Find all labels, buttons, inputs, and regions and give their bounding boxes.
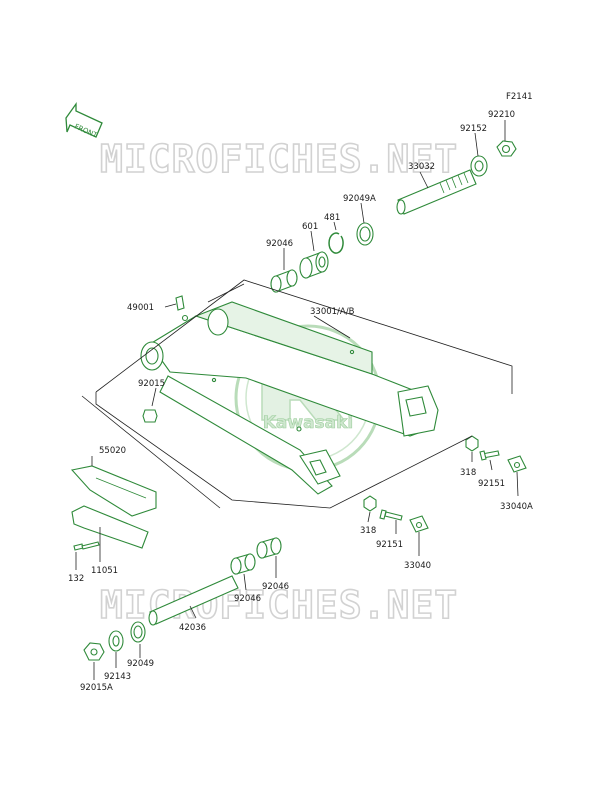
- figure-code: F2141: [506, 92, 533, 102]
- part-92151-bolt-right: [479, 450, 500, 461]
- part-92143-collar: [108, 630, 124, 652]
- part-92046-bearing-top: [270, 269, 298, 293]
- part-92046-bearing-low: [230, 553, 256, 575]
- part-601-bearing: [299, 251, 329, 279]
- part-33040-adjuster-mid: [409, 515, 429, 533]
- part-92210-nut: [496, 140, 517, 157]
- label-33032: 33032: [408, 162, 435, 172]
- label-92210: 92210: [488, 110, 515, 120]
- part-92049a-seal: [356, 222, 374, 246]
- label-318-mid: 318: [360, 526, 376, 536]
- label-92049a: 92049A: [343, 194, 376, 204]
- part-49001-grease-fitting: [175, 295, 189, 322]
- label-49001: 49001: [127, 303, 154, 313]
- part-92151-bolt-mid: [379, 509, 403, 521]
- label-33040a: 33040A: [500, 502, 533, 512]
- label-92152: 92152: [460, 124, 487, 134]
- part-33032-pivot-shaft: [396, 169, 477, 215]
- label-92151-mid: 92151: [376, 540, 403, 550]
- leader-lines: [75, 120, 519, 680]
- part-92046-bearing-mid: [256, 537, 282, 559]
- label-92015: 92015: [138, 379, 165, 389]
- label-42036: 42036: [179, 623, 206, 633]
- label-92046-top: 92046: [266, 239, 293, 249]
- label-601: 601: [302, 222, 318, 232]
- label-33040: 33040: [404, 561, 431, 571]
- part-42036-sleeve: [148, 575, 239, 626]
- label-481: 481: [324, 213, 340, 223]
- part-92152-collar: [470, 155, 488, 177]
- label-132: 132: [68, 574, 84, 584]
- label-55020: 55020: [99, 446, 126, 456]
- watermark-top: MICROFICHES.NET: [100, 137, 458, 181]
- part-132-bolt: [73, 541, 100, 551]
- part-92049-seal: [130, 621, 146, 643]
- part-92015-nut: [142, 409, 158, 423]
- label-92143: 92143: [104, 672, 131, 682]
- label-92015a: 92015A: [80, 683, 113, 693]
- label-33001: 33001/A/B: [310, 307, 355, 317]
- part-11051-chain-slipper: [71, 505, 149, 549]
- front-arrow-icon: FRONT: [65, 101, 103, 140]
- label-11051: 11051: [91, 566, 118, 576]
- part-481-circlip: [328, 232, 344, 254]
- part-92015a-nut: [83, 642, 105, 661]
- part-318-nut-mid: [363, 495, 377, 512]
- part-33001-swingarm: [140, 301, 439, 495]
- label-92049: 92049: [127, 659, 154, 669]
- part-33040a-adjuster-right: [507, 455, 527, 473]
- logo-text: Kawasaki: [263, 413, 354, 433]
- label-92046-mid: 92046: [262, 582, 289, 592]
- label-92151-right: 92151: [478, 479, 505, 489]
- label-318-right: 318: [460, 468, 476, 478]
- label-92046-low: 92046: [234, 594, 261, 604]
